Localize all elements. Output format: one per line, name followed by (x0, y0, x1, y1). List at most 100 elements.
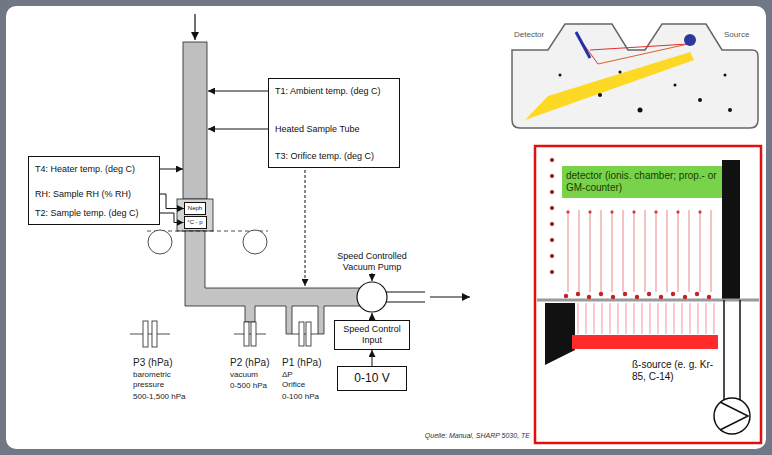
connector-arrow (160, 194, 184, 209)
sensor-box: T1: Ambient temp. (deg C) Heated Sample T… (268, 78, 400, 168)
filter-tape (537, 299, 759, 302)
node-text: T1: Ambient temp. (deg C) (275, 85, 381, 97)
particle (550, 222, 554, 226)
sensor-label: P1 (hPa) (282, 356, 321, 369)
sensor-label: vacuum (230, 370, 258, 380)
sensor-line (292, 334, 318, 335)
particle (632, 210, 635, 213)
leader-arrow (305, 170, 306, 286)
node-text: Heated Sample Tube (275, 123, 360, 135)
exhaust-line (386, 292, 425, 293)
particle (550, 206, 554, 210)
voltage-box: 0-10 V (337, 366, 407, 391)
connector-arrow (372, 350, 373, 366)
pressure-sensor (251, 322, 256, 346)
exhaust-arrow (430, 296, 470, 297)
pump-symbol (714, 398, 750, 434)
node-text: detector (ionis. chamber; prop.- or GM-c… (566, 170, 718, 194)
particle (638, 108, 643, 113)
roller (148, 230, 172, 254)
light-source (684, 34, 696, 46)
sensor-label: 0-500 hPa (230, 381, 267, 391)
leader-arrow (160, 169, 183, 170)
inlet-arrow (194, 14, 195, 40)
particle (559, 74, 562, 77)
pump-pipe (739, 300, 741, 400)
node-text: °C - p (187, 218, 202, 227)
particle (647, 292, 651, 296)
pump-symbol: Speed Controlled Vacuum Pump (332, 251, 412, 313)
flow-manifold (185, 231, 362, 334)
pressure-sensor (152, 321, 157, 347)
pressure-sensor (299, 322, 304, 346)
pressure-sensor (244, 322, 249, 346)
particle (566, 210, 569, 213)
leader-arrow (208, 91, 268, 92)
particle (598, 93, 602, 97)
sensor-cell: °C - p (184, 216, 207, 229)
node-text: T4: Heater temp. (deg C) (35, 163, 135, 175)
sensor-label: ΔP Orifice (282, 370, 312, 390)
particle (635, 295, 639, 299)
housing-wall (545, 303, 575, 365)
particle (674, 84, 677, 87)
particle (659, 295, 663, 299)
node-text: T2: Sample temp. (deg C) (35, 207, 139, 219)
detector-element (576, 32, 590, 58)
control-box: Speed Control Input (334, 320, 410, 350)
particle (550, 158, 554, 162)
node-text: ß-source (e. g. Kr-85, C-14) (572, 359, 718, 383)
particle (695, 292, 699, 296)
particle (599, 292, 603, 296)
particle (724, 74, 727, 77)
sensor-label: P3 (hPa) (133, 356, 172, 369)
sensor-label: barometric pressure (133, 370, 181, 390)
light-beam (525, 52, 694, 120)
pressure-sensor (306, 322, 311, 346)
detector-band: detector (ionis. chamber; prop.- or GM-c… (562, 166, 722, 198)
source-bar (572, 335, 718, 349)
beta-rays (568, 210, 711, 292)
particle (587, 295, 591, 299)
sensor-label: 500-1,500 hPa (133, 392, 186, 402)
particle (564, 294, 568, 298)
particle (550, 190, 554, 194)
particle (576, 292, 580, 296)
pump-circle (357, 282, 387, 312)
source-caption: Quelle: Manual, SHARP 5030, TE (380, 432, 530, 440)
housing-wall (722, 160, 740, 300)
particle (623, 292, 627, 296)
particle (683, 295, 687, 299)
beta-rays (578, 303, 714, 334)
leader-arrow (208, 129, 268, 130)
sensor-cell: Neph (184, 202, 206, 215)
deposit (564, 292, 711, 299)
sample-tube (183, 42, 207, 199)
particle (728, 108, 732, 112)
node-text: 0-10 V (342, 371, 402, 386)
particle (550, 270, 554, 274)
roller (243, 230, 267, 254)
particle (676, 210, 679, 213)
source-band: ß-source (e. g. Kr-85, C-14) (572, 335, 718, 383)
part-label: Detector (514, 30, 544, 40)
particle (611, 295, 615, 299)
connector-arrow (160, 213, 184, 223)
connector-arrow (372, 313, 373, 320)
falling-particles (550, 158, 554, 274)
sensor-line (130, 334, 170, 335)
particle (619, 71, 622, 74)
ray-dots (566, 210, 701, 213)
pointer-arrow (372, 273, 373, 281)
node-text: Speed Control Input (339, 324, 405, 346)
node-text: Neph (188, 204, 202, 213)
sensor-line (234, 334, 266, 335)
scatter-ray (598, 44, 688, 64)
particle (707, 295, 711, 299)
pump-pipe (723, 300, 725, 400)
particle (610, 210, 613, 213)
pump-outline (332, 273, 412, 313)
part-label: Source (724, 30, 749, 40)
